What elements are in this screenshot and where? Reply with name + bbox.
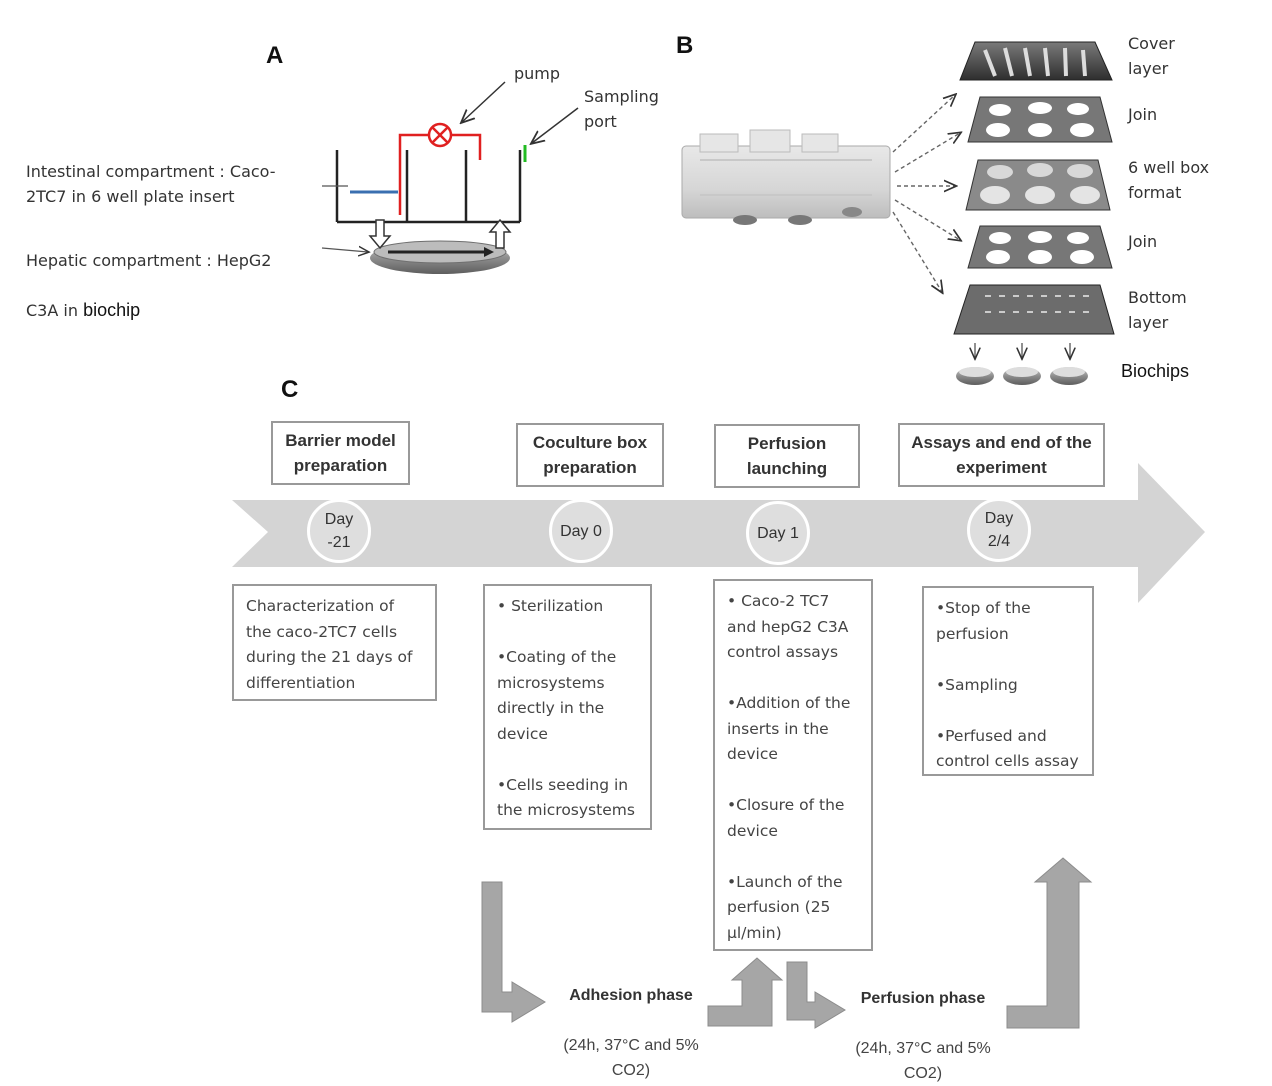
panel-a-schematic <box>321 81 579 274</box>
stage-header-perfusion: Perfusion launching <box>714 424 860 488</box>
perfusion-phase-detail: (24h, 37°C and 5% CO2) <box>855 1040 991 1082</box>
panel-b-letter: B <box>676 32 694 59</box>
biochips-graphic <box>956 367 1088 385</box>
biochips-label: Biochips <box>1121 361 1190 381</box>
pump-tubing <box>398 133 428 215</box>
layer-label-cover: Cover layer <box>1128 34 1175 78</box>
day-marker-minus21: Day -21 <box>307 499 371 563</box>
well-box-graphic <box>965 159 1111 211</box>
flow-arrow-from-perfusion <box>1006 857 1093 1029</box>
biochip-a <box>370 240 510 274</box>
figure-graphics <box>232 41 1205 1029</box>
stage-header-barrier: Barrier model preparation <box>271 421 410 485</box>
join-layer-graphic-2 <box>967 225 1113 269</box>
perfusion-phase-label: Perfusion phase (24h, 37°C and 5% CO2) <box>843 961 1003 1086</box>
day-marker-0: Day 0 <box>549 499 613 563</box>
adhesion-phase-label: Adhesion phase (24h, 37°C and 5% CO2) <box>548 958 714 1083</box>
sampling-port-label: Sampling port <box>584 87 659 131</box>
adhesion-phase-detail: (24h, 37°C and 5% CO2) <box>563 1037 699 1079</box>
bottom-layer-graphic <box>953 284 1115 335</box>
hepatic-biochip-word: biochip <box>83 300 141 320</box>
panel-c-letter: C <box>281 376 299 403</box>
day-marker-1: Day 1 <box>746 501 810 565</box>
adhesion-phase-title: Adhesion phase <box>569 987 693 1004</box>
join-layer-graphic <box>967 96 1113 143</box>
stage-details-barrier: Characterization of the caco-2TC7 cells … <box>232 584 437 701</box>
flow-arrows <box>481 857 1093 1029</box>
flow-arrow-to-adhesion <box>481 881 546 1023</box>
hepatic-line-1: Hepatic compartment : HepG2 <box>26 251 272 270</box>
layer-label-join: Join <box>1128 105 1158 124</box>
layer-label-bottom: Bottom layer <box>1128 288 1187 332</box>
flow-arrow-to-perfusion <box>786 961 846 1029</box>
timeline-arrow <box>232 463 1205 603</box>
pump-label: pump <box>514 64 561 83</box>
exploded-view-arrows <box>892 95 960 292</box>
stage-details-assays: •Stop of the perfusion •Sampling •Perfus… <box>922 586 1094 776</box>
biochip-arrows <box>975 343 1070 358</box>
stage-details-coculture: • Sterilization •Coating of the microsys… <box>483 584 652 830</box>
day-marker-2-4: Day 2/4 <box>967 498 1031 562</box>
coculture-device-photo <box>681 129 891 225</box>
flow-arrow-from-adhesion <box>707 957 784 1027</box>
stage-header-assays: Assays and end of the experiment <box>898 423 1105 487</box>
panel-a-letter: A <box>266 42 284 69</box>
stage-header-coculture: Coculture box preparation <box>516 423 664 487</box>
perfusion-phase-title: Perfusion phase <box>860 990 986 1007</box>
hepatic-line-2: C3A in <box>26 301 84 320</box>
hepatic-compartment-label: Hepatic compartment : HepG2 C3A in bioch… <box>26 223 271 323</box>
stage-details-perfusion: • Caco-2 TC7 and hepG2 C3A control assay… <box>713 579 873 951</box>
layer-label-well-box: 6 well box format <box>1128 158 1210 202</box>
intestinal-compartment-label: Intestinal compartment : Caco- 2TC7 in 6… <box>26 162 276 206</box>
layer-label-join-2: Join <box>1128 232 1158 251</box>
cover-layer-graphic <box>959 41 1113 81</box>
pump-icon <box>427 122 453 148</box>
